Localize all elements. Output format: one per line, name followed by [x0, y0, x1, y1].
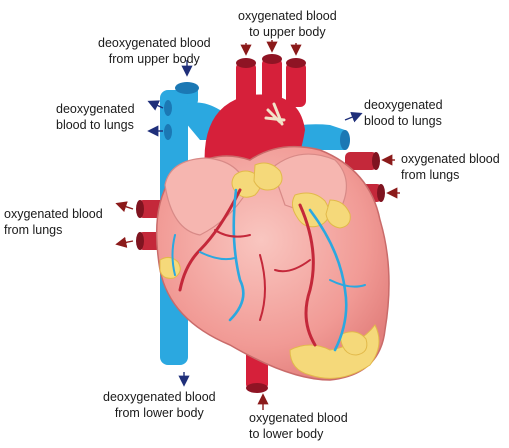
label-line: deoxygenated blood: [98, 36, 211, 50]
arrow-left-lungs-red-2: [115, 236, 134, 248]
arrow-left-lungs-blue-1: [147, 100, 164, 111]
label-line: to lower body: [249, 427, 324, 441]
label-line: from lungs: [401, 168, 460, 182]
label-oxygenated-to-lower-body: oxygenated blood to lower body: [249, 410, 348, 442]
label-deoxygenated-to-lungs-right: deoxygenated blood to lungs: [364, 97, 443, 129]
label-line: blood to lungs: [56, 118, 134, 132]
label-deoxygenated-to-lungs-left: deoxygenated blood to lungs: [56, 101, 135, 133]
label-oxygenated-from-lungs-right: oxygenated blood from lungs: [401, 151, 500, 183]
label-line: oxygenated blood: [249, 411, 348, 425]
label-line: from upper body: [108, 52, 200, 66]
label-line: oxygenated blood: [401, 152, 500, 166]
label-line: oxygenated blood: [4, 207, 103, 221]
label-line: oxygenated blood: [238, 9, 337, 23]
label-oxygenated-from-lungs-left: oxygenated blood from lungs: [4, 206, 103, 238]
label-deoxygenated-from-lower-body: deoxygenated blood from lower body: [103, 389, 216, 421]
label-line: blood to lungs: [364, 114, 442, 128]
label-line: from lungs: [4, 223, 63, 237]
label-oxygenated-to-upper-body: oxygenated blood to upper body: [238, 8, 337, 40]
label-line: deoxygenated: [56, 102, 135, 116]
arrow-right-lungs-blue: [344, 111, 363, 123]
label-deoxygenated-from-upper-body: deoxygenated blood from upper body: [98, 35, 211, 67]
label-line: deoxygenated blood: [103, 390, 216, 404]
label-line: to upper body: [249, 25, 326, 39]
label-line: deoxygenated: [364, 98, 443, 112]
label-line: from lower body: [114, 406, 204, 420]
flow-arrows: [115, 40, 400, 410]
arrow-left-lungs-red-1: [115, 201, 134, 212]
coronary-vessels: [171, 188, 366, 352]
